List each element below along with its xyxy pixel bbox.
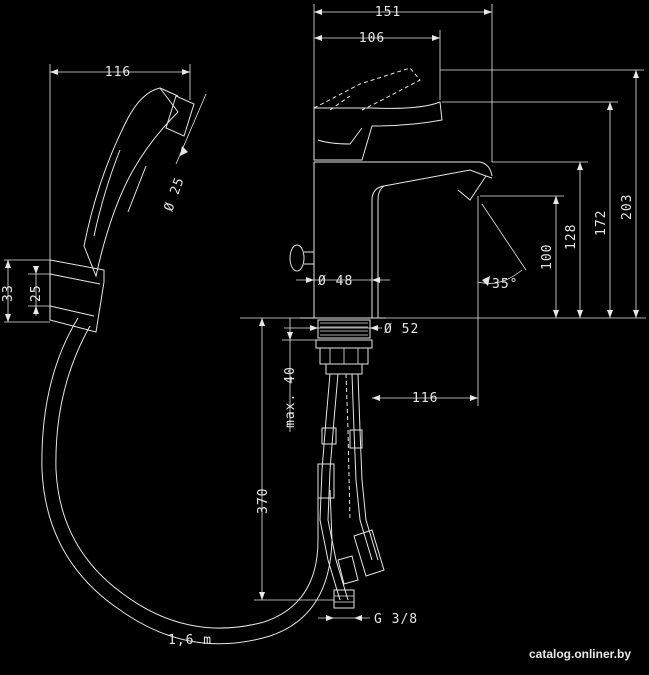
dim-holder-height: 33 — [1, 284, 16, 302]
dim-body-diameter: Ø 48 — [318, 274, 353, 289]
dim-outlet-angle: 35° — [492, 277, 518, 292]
lever — [313, 67, 443, 161]
supply-hoses — [317, 373, 385, 609]
dimension-lines — [4, 4, 646, 621]
dim-hand-shower-length: 116 — [105, 65, 131, 80]
hand-shower — [41, 87, 333, 645]
dim-base-diameter: Ø 52 — [384, 322, 419, 337]
dim-overall-depth: 151 — [375, 5, 401, 20]
dim-height-lever: 172 — [594, 210, 609, 236]
dim-spout-reach: 116 — [412, 391, 438, 406]
dim-height-outlet: 100 — [540, 244, 555, 270]
dim-thread: G 3/8 — [374, 612, 418, 627]
dim-hand-shower-diameter: Ø 25 — [162, 175, 188, 213]
dim-height-total: 203 — [620, 194, 635, 220]
dim-lever-reach: 106 — [359, 31, 385, 46]
faucet-body — [289, 161, 493, 375]
dim-hose-length-supply: 370 — [256, 488, 271, 514]
dim-max-deck: max. 40 — [283, 366, 298, 428]
watermark: catalog.onliner.by — [528, 647, 631, 661]
dim-holder-inner: 25 — [29, 284, 44, 302]
dim-hose-length: 1,6 m — [168, 633, 212, 648]
dim-height-spout-top: 128 — [564, 224, 579, 250]
